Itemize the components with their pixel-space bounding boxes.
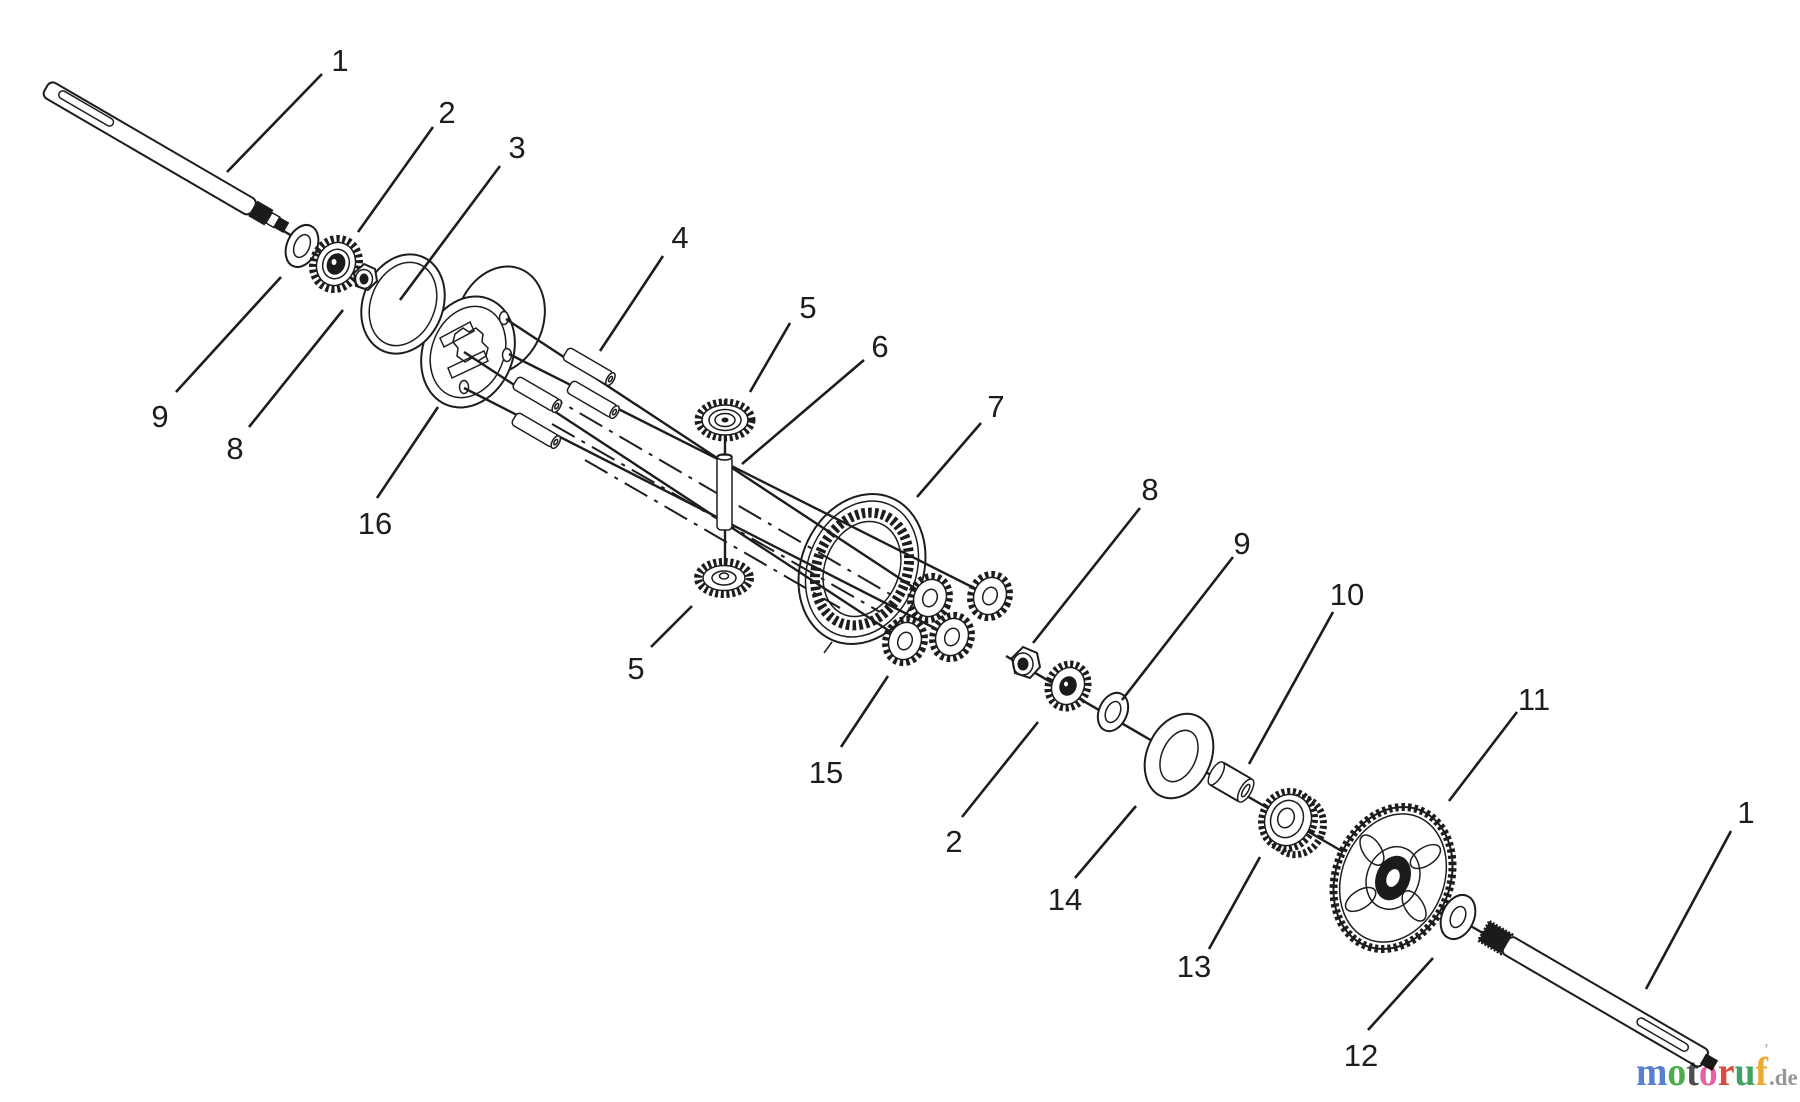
shaft-keyway — [1636, 1017, 1690, 1052]
callout-label-16: 16 — [358, 506, 392, 541]
callout-label-9-right: 9 — [1233, 526, 1250, 561]
hex-nut-8-right — [1010, 645, 1042, 680]
housing-pin-hole — [498, 310, 510, 326]
callout-label-7: 7 — [987, 389, 1004, 424]
housing-slot — [439, 320, 475, 349]
pinion-gear-15 — [967, 570, 1013, 622]
callout-label-10: 10 — [1330, 577, 1364, 612]
callout-label-13: 13 — [1177, 949, 1211, 984]
flat-washer-14 — [1143, 712, 1215, 800]
callout-label-8-right: 8 — [1141, 472, 1158, 507]
planet-pin-4 — [511, 412, 562, 450]
planet-pin-4 — [566, 380, 620, 420]
callout-leader-4 — [598, 255, 665, 352]
callout-leader-16 — [375, 406, 440, 499]
callout-label-3: 3 — [508, 130, 525, 165]
ring-gear-tab — [823, 641, 833, 654]
callout-leader-5-top — [748, 322, 792, 393]
nut-8-left — [352, 262, 379, 292]
callout-label-9-left: 9 — [151, 399, 168, 434]
washer-9-right — [1096, 691, 1130, 733]
pinion-gear-15 — [907, 572, 953, 624]
center-axis-line — [584, 459, 841, 609]
cross-shaft-6 — [716, 453, 733, 531]
gear-case-housing-16 — [420, 265, 546, 409]
callout-label-2-top: 2 — [438, 95, 455, 130]
callout-label-1-bottom: 1 — [1737, 795, 1754, 830]
callout-leader-5-bottom — [650, 605, 693, 648]
callout-leader-7 — [916, 422, 982, 498]
center-axis-line — [551, 423, 881, 613]
callout-label-6: 6 — [871, 329, 888, 364]
planet-pin-4 — [562, 347, 616, 387]
bevel-gear-5-top — [694, 398, 756, 442]
callout-leader-2-top — [356, 126, 435, 233]
callout-label-12: 12 — [1344, 1038, 1378, 1073]
callout-label-5-bottom: 5 — [627, 651, 644, 686]
callout-leader-11 — [1447, 711, 1519, 802]
callout-leader-12 — [1367, 957, 1434, 1031]
washer-9-left — [284, 223, 320, 269]
callout-label-2-bottom: 2 — [945, 824, 962, 859]
motoruf-logo: motoruf ' .de — [1636, 1040, 1798, 1094]
callout-label-15: 15 — [809, 755, 843, 790]
washer-12 — [1439, 894, 1477, 940]
bevel-gear-5-bottom — [694, 558, 754, 598]
callout-label-14: 14 — [1048, 882, 1082, 917]
callout-leader-6 — [741, 359, 865, 465]
axle-shaft-1-top — [42, 81, 290, 234]
callout-leader-8-right — [1031, 507, 1142, 644]
motoruf-logo-word: motoruf — [1636, 1049, 1769, 1094]
axle-shaft-1-bottom — [1476, 919, 1719, 1071]
ring-gear-internal-teeth — [809, 507, 915, 631]
callout-leader-9-left — [175, 276, 282, 393]
callout-label-8-left: 8 — [226, 431, 243, 466]
callout-leader-15 — [839, 675, 890, 748]
callout-label-5-top: 5 — [799, 290, 816, 325]
callout-leader-14 — [1074, 805, 1137, 879]
callout-leader-13 — [1207, 856, 1262, 950]
housing-pin-hole — [458, 379, 470, 395]
callout-leader-8-left — [247, 309, 345, 428]
callout-leader-2-bottom — [960, 721, 1040, 818]
callout-leader-9-right — [1120, 556, 1235, 701]
callout-leader-1-bottom — [1644, 830, 1733, 990]
shaft-knurl — [273, 217, 290, 234]
spacer-bushing-10 — [1207, 761, 1255, 803]
callout-leader-1-top — [226, 73, 323, 173]
callout-label-1-top: 1 — [331, 43, 348, 78]
pinion-gear-15 — [882, 615, 928, 667]
final-drive-gear-11 — [1329, 803, 1457, 953]
callout-leader-3 — [398, 165, 502, 301]
planet-pin-4 — [512, 376, 563, 414]
motoruf-logo-mark: ' — [1764, 1040, 1769, 1060]
callout-label-4: 4 — [671, 220, 688, 255]
shaft-tip — [1700, 1053, 1719, 1071]
callout-label-11: 11 — [1518, 682, 1550, 717]
callout-leader-10 — [1247, 611, 1335, 765]
bevel-gear-2-right — [1044, 660, 1092, 712]
snap-ring-3 — [360, 253, 446, 355]
pinion-gear-15 — [929, 611, 975, 663]
shaft-keyway — [58, 90, 115, 127]
motoruf-logo-suffix: .de — [1769, 1065, 1798, 1090]
